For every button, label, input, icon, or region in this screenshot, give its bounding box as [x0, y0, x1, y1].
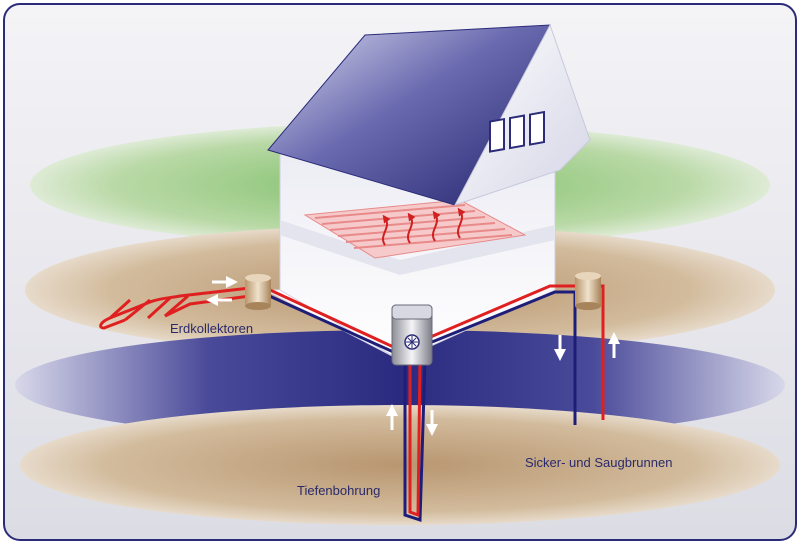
pipe-collector-hot [269, 288, 401, 352]
label-wells: Sicker- und Saugbrunnen [525, 455, 672, 470]
soil-layer-lower [20, 405, 780, 525]
well-manifold [575, 272, 601, 310]
label-ground-collectors: Erdkollektoren [170, 321, 253, 336]
groundwater-layer [15, 330, 785, 440]
borehole-hot [408, 359, 422, 518]
flow-arrow-icon [386, 404, 438, 436]
collector-manifold [245, 274, 271, 310]
house-floor-slab [280, 220, 555, 275]
pipe-collector-cold [264, 292, 401, 357]
borehole-cold [403, 359, 427, 523]
attic-windows [489, 110, 545, 153]
pipe-well-cold [399, 290, 577, 425]
heat-rising-arrows [382, 207, 466, 246]
flow-arrow-icon [206, 276, 238, 306]
heat-pump-unit-icon [391, 304, 433, 366]
label-deep-drilling: Tiefenbohrung [297, 483, 380, 498]
floor-heating-coils [314, 204, 513, 249]
flow-arrow-icon [554, 332, 620, 361]
